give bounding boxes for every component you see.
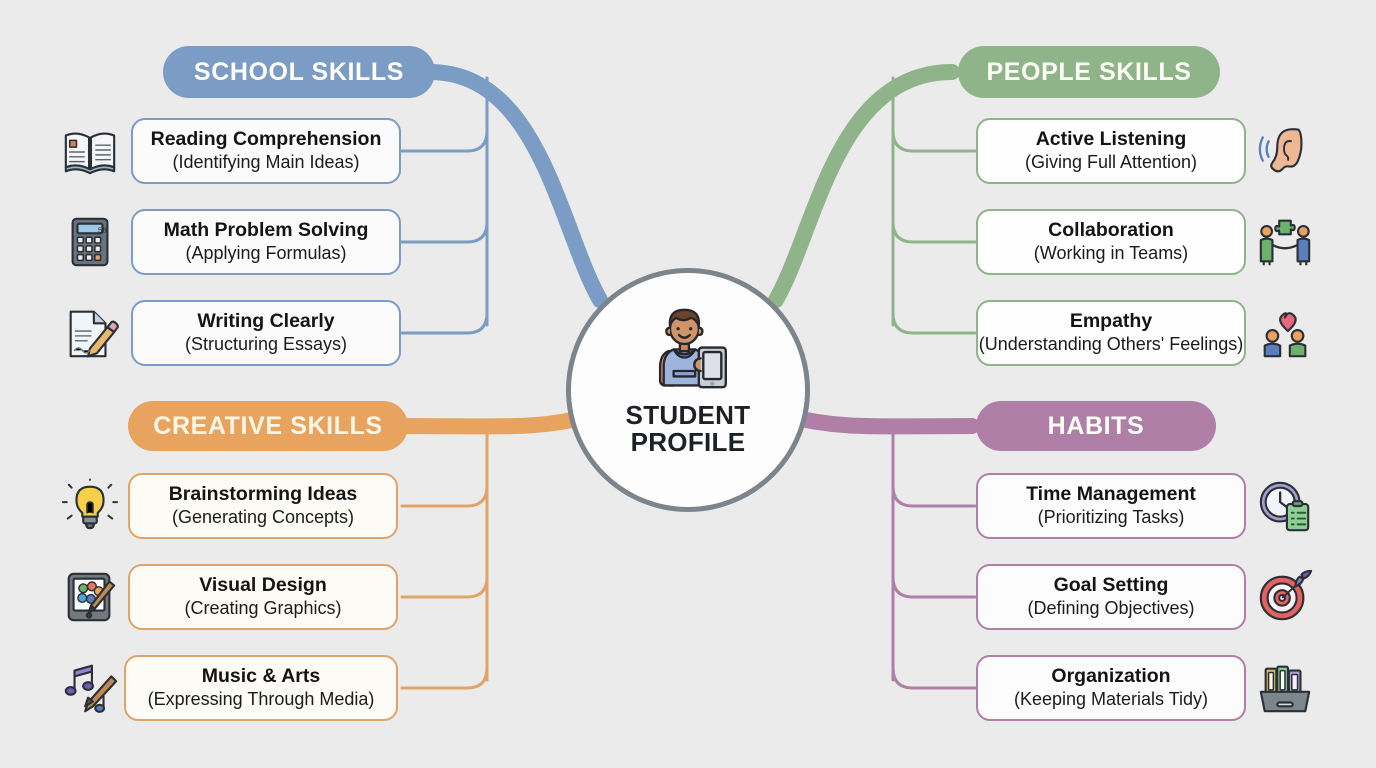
teamwork-puzzle-icon [1256, 213, 1314, 271]
category-pill-school[interactable]: SCHOOL SKILLS [163, 46, 435, 98]
elbow-people-2 [891, 220, 977, 244]
leaf-title: Time Management [1026, 483, 1196, 506]
elbow-habits-2 [891, 575, 977, 599]
category-pill-creative[interactable]: CREATIVE SKILLS [128, 401, 408, 451]
leaf-card-organization[interactable]: Organization (Keeping Materials Tidy) [976, 655, 1246, 721]
file-organizer-icon [1256, 659, 1314, 717]
leaf-subtitle: (Expressing Through Media) [147, 688, 375, 709]
trunk-school [422, 64, 608, 308]
elbow-people-3 [891, 311, 977, 335]
calculator-icon: 58 [61, 213, 119, 271]
trunk-creative [396, 407, 600, 435]
leaf-subtitle: (Giving Full Attention) [1024, 151, 1198, 172]
elbow-school-2 [400, 220, 489, 244]
tablet-palette-icon [61, 568, 119, 626]
leaf-subtitle: (Creating Graphics) [184, 597, 342, 618]
elbow-habits-1 [891, 484, 977, 508]
leaf-card-visual-design[interactable]: Visual Design (Creating Graphics) [128, 564, 398, 630]
leaf-title: Active Listening [1035, 128, 1187, 151]
leaf-card-collaboration[interactable]: Collaboration (Working in Teams) [976, 209, 1246, 275]
elbow-school-3 [400, 311, 489, 335]
svg-text:58: 58 [98, 227, 108, 235]
leaf-subtitle: (Prioritizing Tasks) [1037, 506, 1185, 527]
clock-checklist-icon [1256, 477, 1314, 535]
category-label-habits: HABITS [1047, 411, 1145, 440]
heart-people-icon [1256, 304, 1314, 362]
leaf-subtitle: (Understanding Others' Feelings) [978, 333, 1244, 354]
leaf-card-active-listening[interactable]: Active Listening (Giving Full Attention) [976, 118, 1246, 184]
leaf-subtitle: (Keeping Materials Tidy) [1013, 688, 1209, 709]
center-node-student-profile[interactable]: STUDENT PROFILE [566, 268, 810, 512]
leaf-card-time-management[interactable]: Time Management (Prioritizing Tasks) [976, 473, 1246, 539]
leaf-title: Empathy [1069, 310, 1153, 333]
trunk-habits [776, 407, 980, 435]
leaf-subtitle: (Applying Formulas) [185, 242, 347, 263]
leaf-title: Collaboration [1048, 219, 1174, 242]
elbow-creative-1 [400, 484, 489, 508]
center-node-label: STUDENT PROFILE [625, 400, 751, 457]
document-pencil-icon [61, 304, 119, 362]
leaf-subtitle: (Identifying Main Ideas) [172, 151, 360, 172]
ear-listening-icon [1256, 122, 1314, 180]
leaf-card-music-and-arts[interactable]: Music & Arts (Expressing Through Media) [124, 655, 398, 721]
music-paintbrush-icon [61, 659, 119, 717]
student-avatar-icon [658, 308, 727, 389]
leaf-card-reading-comprehension[interactable]: Reading Comprehension (Identifying Main … [131, 118, 401, 184]
category-pill-people[interactable]: PEOPLE SKILLS [958, 46, 1220, 98]
leaf-title: Writing Clearly [197, 310, 335, 333]
category-pill-habits[interactable]: HABITS [976, 401, 1216, 451]
target-dart-icon [1256, 568, 1314, 626]
lightbulb-icon [61, 477, 119, 535]
leaf-card-writing-clearly[interactable]: Writing Clearly (Structuring Essays) [131, 300, 401, 366]
elbow-people-1 [891, 129, 977, 153]
leaf-subtitle: (Structuring Essays) [184, 333, 348, 354]
category-label-school: SCHOOL SKILLS [193, 57, 405, 86]
elbow-creative-3 [400, 666, 489, 690]
elbow-school-1 [400, 129, 489, 153]
elbow-creative-2 [400, 575, 489, 599]
leaf-subtitle: (Working in Teams) [1033, 242, 1189, 263]
leaf-card-goal-setting[interactable]: Goal Setting (Defining Objectives) [976, 564, 1246, 630]
leaf-card-math-problem-solving[interactable]: Math Problem Solving (Applying Formulas) [131, 209, 401, 275]
leaf-title: Goal Setting [1053, 574, 1169, 597]
leaf-title: Music & Arts [201, 665, 321, 688]
leaf-title: Math Problem Solving [163, 219, 369, 242]
category-label-people: PEOPLE SKILLS [986, 57, 1192, 86]
leaf-title: Reading Comprehension [150, 128, 382, 151]
leaf-subtitle: (Generating Concepts) [171, 506, 355, 527]
leaf-title: Organization [1051, 665, 1171, 688]
open-book-icon [61, 122, 119, 180]
elbow-habits-3 [891, 666, 977, 690]
leaf-card-brainstorming-ideas[interactable]: Brainstorming Ideas (Generating Concepts… [128, 473, 398, 539]
leaf-card-empathy[interactable]: Empathy (Understanding Others' Feelings) [976, 300, 1246, 366]
leaf-title: Brainstorming Ideas [168, 483, 358, 506]
leaf-subtitle: (Defining Objectives) [1027, 597, 1195, 618]
trunk-people [768, 64, 960, 308]
category-label-creative: CREATIVE SKILLS [153, 411, 383, 440]
leaf-title: Visual Design [199, 574, 327, 597]
